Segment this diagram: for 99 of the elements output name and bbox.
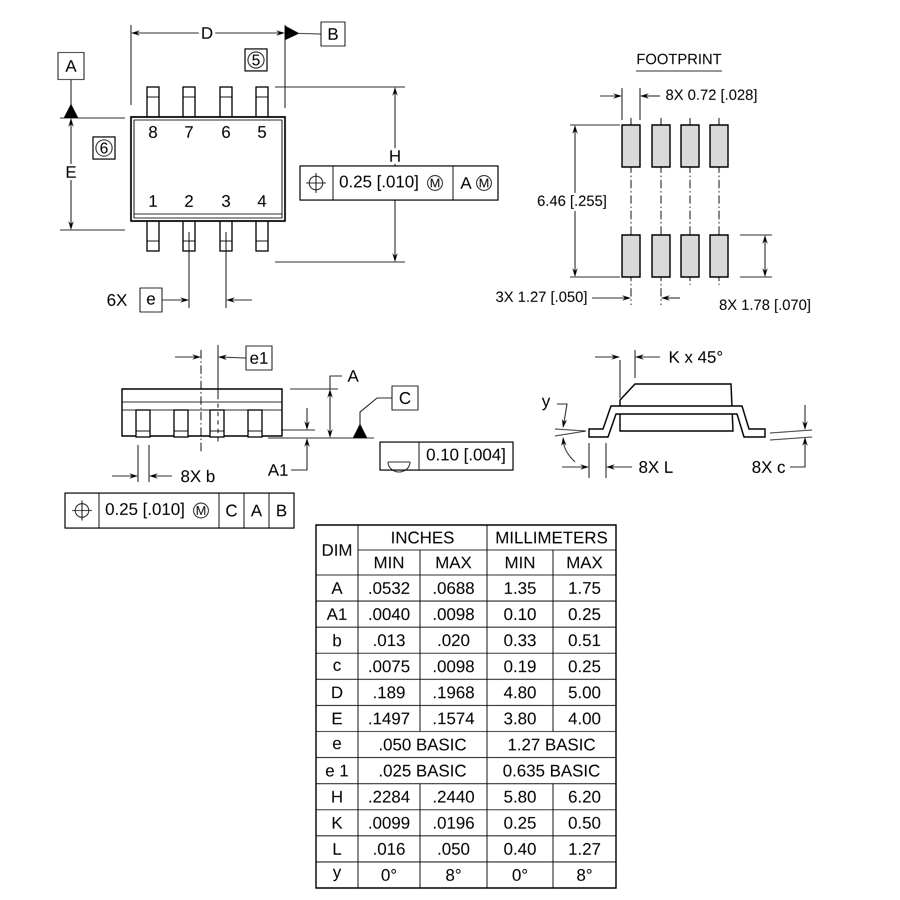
table-cell: .2284 (369, 790, 410, 803)
table-cell: 0.25 (568, 660, 600, 672)
table-cell: L (334, 843, 342, 855)
pin-number: 3 (222, 195, 230, 207)
table-cell: 0° (512, 869, 528, 881)
table-cell: MIN (374, 556, 404, 568)
table-cell: 1.75 (569, 582, 600, 594)
datum-leader (64, 80, 78, 118)
table-cell: K (332, 817, 342, 829)
table-cell: .0532 (369, 582, 410, 594)
dimension-label: 3X 1.27 [.050] (496, 291, 586, 305)
table-cell: .0099 (369, 816, 410, 829)
table-cell: DIM (322, 544, 352, 556)
table-cell: 1.35 (504, 582, 536, 594)
table-cell: A1 (326, 608, 346, 620)
table-cell: 1.27 BASIC (508, 738, 595, 750)
table-cell: e 1 (326, 764, 348, 776)
table-cell: .020 (438, 634, 470, 646)
table-cell: 1.27 (569, 843, 600, 855)
table-cell: .050 BASIC (380, 738, 466, 750)
table-cell: .025 BASIC (380, 764, 466, 777)
table-cell: H (332, 790, 342, 803)
note-flag: 6 (92, 136, 116, 160)
datum-box: e1 (246, 346, 272, 370)
table-cell: .1497 (369, 712, 410, 724)
table-cell: 0.40 (504, 842, 536, 855)
table-cell: .0098 (434, 660, 474, 672)
table-cell: E (332, 712, 342, 724)
multiplier-label: 6X (108, 294, 127, 306)
section-title: FOOTPRINT (638, 54, 722, 64)
table-cell: .0196 (434, 816, 474, 829)
table-cell: .0075 (369, 660, 410, 672)
table-cell: 4.80 (504, 686, 536, 698)
note-flag: 5 (244, 48, 268, 72)
dimension-label: H (386, 148, 404, 164)
feature-control-frame: 0.25 [.010] M C A B (64, 492, 295, 529)
table-cell: 0.25 (504, 816, 536, 829)
table-cell: b (333, 634, 341, 646)
dimension-label: K x 45° (670, 351, 722, 363)
table-cell: e (333, 740, 341, 750)
pin-number: 6 (222, 126, 230, 138)
table-cell: .1574 (434, 712, 474, 724)
table-cell: .050 (438, 842, 470, 855)
datum-box: A (58, 52, 84, 80)
pin-number: 1 (150, 195, 157, 207)
pin-number: 7 (185, 126, 193, 138)
table-cell: MIN (506, 556, 534, 568)
table-cell: .0688 (434, 582, 474, 594)
pin-number: 2 (185, 195, 193, 207)
table-cell: .2440 (434, 790, 474, 803)
datum-box: C (392, 386, 418, 410)
table-cell: 5.00 (568, 686, 600, 698)
table-cell: INCHES (392, 532, 454, 544)
table-cell: .1968 (434, 686, 474, 698)
datum-leader (284, 26, 321, 40)
table-cell: 0.19 (504, 660, 536, 672)
table-cell: .0040 (369, 608, 410, 620)
pin-number: 8 (149, 126, 157, 138)
dimension-label: A (348, 370, 359, 382)
table-cell: MAX (436, 556, 472, 568)
datum-box: e (140, 288, 162, 312)
table-cell: .016 (374, 842, 405, 855)
table-cell: D (332, 686, 342, 698)
datum-leader (352, 398, 392, 438)
pin-number: 4 (258, 195, 266, 207)
table-cell: 4.00 (568, 712, 600, 724)
table-cell: 0.51 (568, 634, 600, 646)
table-cell: .0098 (434, 608, 474, 620)
dimension-label: A1 (268, 464, 288, 476)
table-cell: 0° (382, 869, 396, 881)
pin-number: 5 (258, 126, 266, 138)
table-cell: 0.50 (568, 816, 600, 829)
feature-control-frame: 0.10 [.004] (379, 441, 514, 472)
dimension-label: D (198, 25, 216, 41)
dimension-label: y (542, 398, 550, 410)
datum-box: B (320, 22, 346, 46)
dimension-label: 6.46 [.255] (535, 193, 609, 211)
dimension-label: 8X L (639, 461, 673, 473)
dimension-label: E (63, 164, 79, 180)
table-cell: .013 (374, 634, 405, 646)
table-cell: y (332, 868, 342, 882)
dimension-label: 8X 0.72 [.028] (666, 89, 756, 103)
dimension-label: 8X 1.78 [.070] (720, 299, 810, 313)
table-cell: 8° (446, 869, 461, 881)
table-cell: c (334, 662, 341, 671)
dimension-label: 8X c (752, 461, 785, 473)
table-cell: MAX (568, 556, 602, 568)
table-cell: 0.635 BASIC (503, 764, 600, 777)
table-cell: 0.33 (504, 634, 536, 646)
feature-control-frame: 0.25 [.010] M A M (299, 165, 499, 201)
table-cell: 0.25 (568, 608, 600, 620)
table-cell: 0.10 (504, 608, 536, 620)
table-cell: 8° (577, 869, 592, 881)
table-cell: A (331, 582, 343, 594)
table-cell: MILLIMETERS (496, 532, 607, 544)
table-cell: 5.80 (504, 790, 536, 803)
table-cell: .189 (374, 686, 405, 698)
table-cell: 6.20 (568, 790, 600, 803)
table-cell: 3.80 (504, 712, 536, 724)
